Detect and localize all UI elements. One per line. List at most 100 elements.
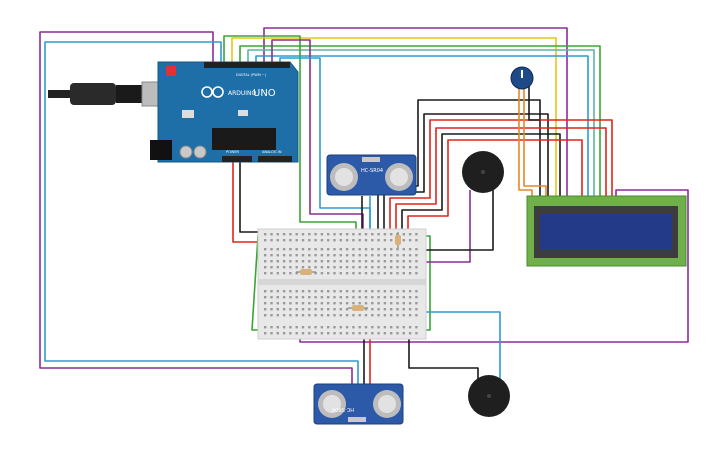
breadboard-hole bbox=[352, 248, 355, 251]
breadboard-hole bbox=[415, 266, 418, 269]
breadboard-hole bbox=[345, 233, 349, 236]
breadboard-hole bbox=[308, 248, 311, 251]
lcd-screen bbox=[540, 214, 672, 250]
breadboard-hole bbox=[396, 290, 399, 293]
breadboard-hole bbox=[327, 254, 330, 257]
breadboard-hole bbox=[383, 254, 387, 257]
breadboard-hole bbox=[377, 308, 380, 311]
breadboard-hole bbox=[276, 248, 279, 251]
breadboard-hole bbox=[396, 326, 399, 329]
breadboard-hole bbox=[314, 308, 317, 311]
breadboard-hole bbox=[270, 296, 273, 299]
breadboard-hole bbox=[308, 266, 311, 269]
potentiometer[interactable] bbox=[510, 66, 534, 90]
breadboard-hole bbox=[339, 239, 342, 242]
breadboard-hole bbox=[345, 296, 349, 299]
breadboard-hole bbox=[390, 266, 393, 269]
breadboard-hole bbox=[352, 314, 355, 317]
breadboard-hole bbox=[327, 260, 330, 263]
breadboard-hole bbox=[276, 272, 279, 275]
breadboard-hole bbox=[358, 248, 361, 251]
breadboard-hole bbox=[289, 254, 292, 257]
breadboard-hole bbox=[276, 314, 279, 317]
breadboard-hole bbox=[377, 290, 380, 293]
sensor-top-label: HC-SR04 bbox=[361, 168, 383, 174]
breadboard-hole bbox=[390, 260, 393, 263]
breadboard-hole bbox=[276, 290, 279, 293]
breadboard-hole bbox=[339, 308, 342, 311]
breadboard-hole bbox=[295, 290, 298, 293]
breadboard-hole bbox=[282, 260, 286, 263]
breadboard-hole bbox=[358, 266, 361, 269]
breadboard-hole bbox=[371, 308, 374, 311]
breadboard-hole bbox=[396, 266, 399, 269]
breadboard-hole bbox=[295, 302, 298, 305]
breadboard-hole bbox=[270, 302, 273, 305]
breadboard-hole bbox=[289, 260, 292, 263]
wire-purple-buzzer-top bbox=[416, 190, 471, 263]
breadboard-hole bbox=[320, 314, 324, 317]
breadboard-hole bbox=[264, 332, 267, 335]
breadboard-hole bbox=[295, 296, 298, 299]
breadboard-hole bbox=[377, 302, 380, 305]
breadboard-hole bbox=[390, 254, 393, 257]
breadboard-hole bbox=[282, 248, 286, 251]
breadboard-hole bbox=[352, 302, 355, 305]
breadboard-hole bbox=[371, 248, 374, 251]
breadboard-hole bbox=[333, 314, 336, 317]
breadboard-hole bbox=[415, 248, 418, 251]
breadboard-hole bbox=[320, 266, 324, 269]
breadboard-hole bbox=[345, 272, 349, 275]
breadboard-hole bbox=[276, 326, 279, 329]
breadboard-hole bbox=[345, 254, 349, 257]
breadboard-hole bbox=[352, 266, 355, 269]
breadboard-hole bbox=[314, 326, 317, 329]
breadboard-hole bbox=[415, 260, 418, 263]
breadboard-hole bbox=[390, 332, 393, 335]
breadboard-hole bbox=[264, 308, 267, 311]
breadboard-hole bbox=[408, 302, 412, 305]
breadboard-hole bbox=[276, 233, 279, 236]
breadboard-hole bbox=[345, 239, 349, 242]
breadboard-hole bbox=[408, 248, 412, 251]
breadboard-hole bbox=[295, 314, 298, 317]
reset-button[interactable] bbox=[166, 66, 176, 76]
breadboard-hole bbox=[390, 290, 393, 293]
arduino-analog-label: ANALOG IN bbox=[262, 150, 282, 154]
breadboard-hole bbox=[295, 326, 298, 329]
breadboard-hole bbox=[295, 332, 298, 335]
arduino-logo bbox=[201, 86, 224, 98]
breadboard-hole bbox=[352, 272, 355, 275]
breadboard-hole bbox=[270, 233, 273, 236]
breadboard-hole bbox=[390, 326, 393, 329]
breadboard-hole bbox=[282, 326, 286, 329]
breadboard-hole bbox=[301, 308, 305, 311]
breadboard-hole bbox=[396, 314, 399, 317]
breadboard-hole bbox=[358, 260, 361, 263]
breadboard-hole bbox=[415, 233, 418, 236]
wire-red-lcd-1 bbox=[389, 119, 613, 236]
breadboard-hole bbox=[383, 290, 387, 293]
breadboard-hole bbox=[390, 233, 393, 236]
wire-black-pot bbox=[528, 85, 540, 121]
breadboard-hole bbox=[345, 260, 349, 263]
breadboard-hole bbox=[339, 302, 342, 305]
breadboard-hole bbox=[276, 239, 279, 242]
breadboard-hole bbox=[289, 314, 292, 317]
breadboard-hole bbox=[402, 326, 405, 329]
breadboard-hole bbox=[371, 302, 374, 305]
breadboard-hole bbox=[301, 254, 305, 257]
ultrasonic-sensor-bottom: HC-SR04 bbox=[313, 383, 404, 425]
breadboard-hole bbox=[402, 254, 405, 257]
breadboard-hole bbox=[301, 239, 305, 242]
breadboard-hole bbox=[282, 272, 286, 275]
breadboard-hole bbox=[408, 314, 412, 317]
breadboard-hole bbox=[320, 260, 324, 263]
breadboard-hole bbox=[314, 314, 317, 317]
breadboard-hole bbox=[402, 296, 405, 299]
arduino-uno-board: ARDUINO UNO DIGITAL (PWM ~) POWER ANALOG… bbox=[150, 61, 299, 163]
breadboard-hole bbox=[408, 332, 412, 335]
breadboard-hole bbox=[314, 332, 317, 335]
breadboard-hole bbox=[352, 332, 355, 335]
breadboard-hole bbox=[270, 272, 273, 275]
